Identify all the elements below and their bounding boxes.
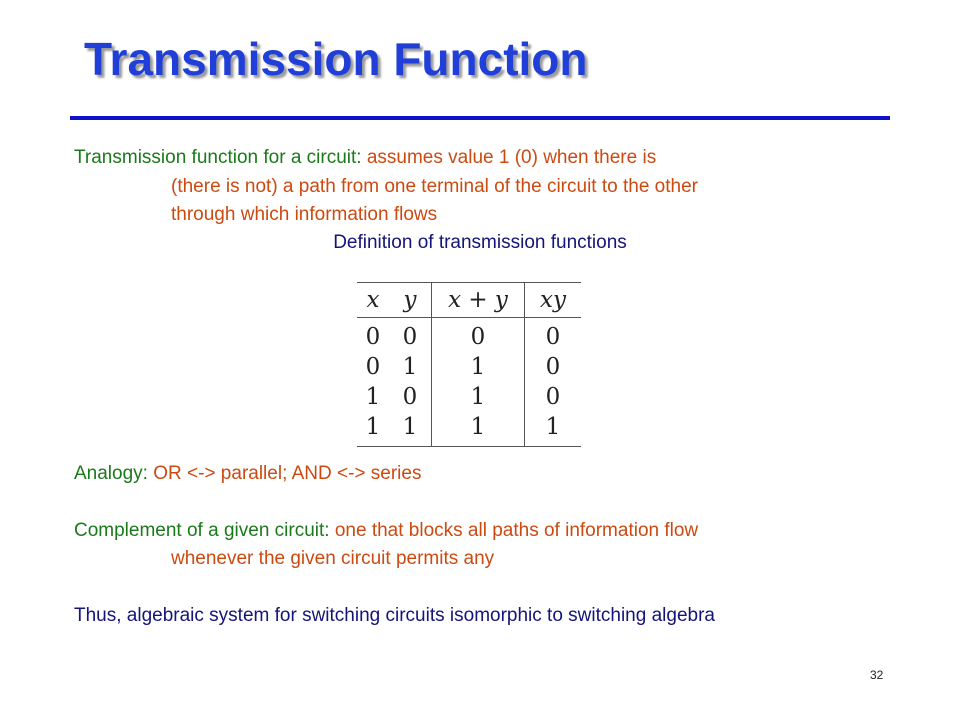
cell-y: 0 <box>402 384 418 410</box>
cell-and: 0 <box>524 382 581 412</box>
analogy-line: Analogy: OR <-> parallel; AND <-> series <box>74 462 421 486</box>
complement-lead: Complement of a given circuit: <box>74 520 335 541</box>
table-row: 0 0 0 0 <box>357 317 581 352</box>
cell-y: 1 <box>402 354 418 380</box>
definition-body-1: assumes value 1 (0) when there is <box>366 147 657 168</box>
cell-and: 0 <box>524 352 581 382</box>
definition-lead: Transmission function for a circuit: <box>74 147 367 168</box>
truth-table: x y x + y xy 0 0 0 0 0 1 1 0 1 0 1 0 1 1… <box>357 282 581 447</box>
table-row: 1 0 1 0 <box>357 382 581 412</box>
complement-body-1: one that blocks all paths of information… <box>334 520 699 541</box>
cell-and: 1 <box>524 412 581 447</box>
cell-x: 1 <box>365 384 381 410</box>
header-and: xy <box>524 282 581 318</box>
cell-y: 1 <box>389 412 432 447</box>
cell-or: 0 <box>431 317 525 352</box>
table-row: 1 1 1 1 <box>357 412 581 447</box>
page-number: 32 <box>870 668 884 682</box>
analogy-body: OR <-> parallel; AND <-> series <box>153 463 422 484</box>
analogy-lead: Analogy: <box>74 463 154 484</box>
definition-line-1: Transmission function for a circuit: ass… <box>74 146 656 170</box>
definition-body-2: (there is not) a path from one terminal … <box>171 176 698 197</box>
cell-x: 1 <box>357 412 389 447</box>
truth-table-header: x y x + y xy <box>357 282 581 318</box>
header-x: x <box>357 282 389 318</box>
slide-title: Transmission Function <box>84 33 588 85</box>
definition-body-3: through which information flows <box>171 204 438 225</box>
complement-body-2: whenever the given circuit permits any <box>171 548 495 569</box>
cell-or: 1 <box>431 412 525 447</box>
cell-or: 1 <box>431 352 525 382</box>
cell-and: 0 <box>524 317 581 352</box>
complement-line-1: Complement of a given circuit: one that … <box>74 519 698 543</box>
table-row: 0 1 1 0 <box>357 352 581 382</box>
header-or: x + y <box>431 282 525 318</box>
cell-y: 0 <box>402 324 418 350</box>
cell-x: 0 <box>365 324 381 350</box>
header-y: y <box>389 282 432 318</box>
cell-or: 1 <box>431 382 525 412</box>
conclusion-line: Thus, algebraic system for switching cir… <box>74 605 715 626</box>
title-underline <box>70 116 890 120</box>
table-caption: Definition of transmission functions <box>333 232 627 253</box>
cell-x: 0 <box>365 354 381 380</box>
